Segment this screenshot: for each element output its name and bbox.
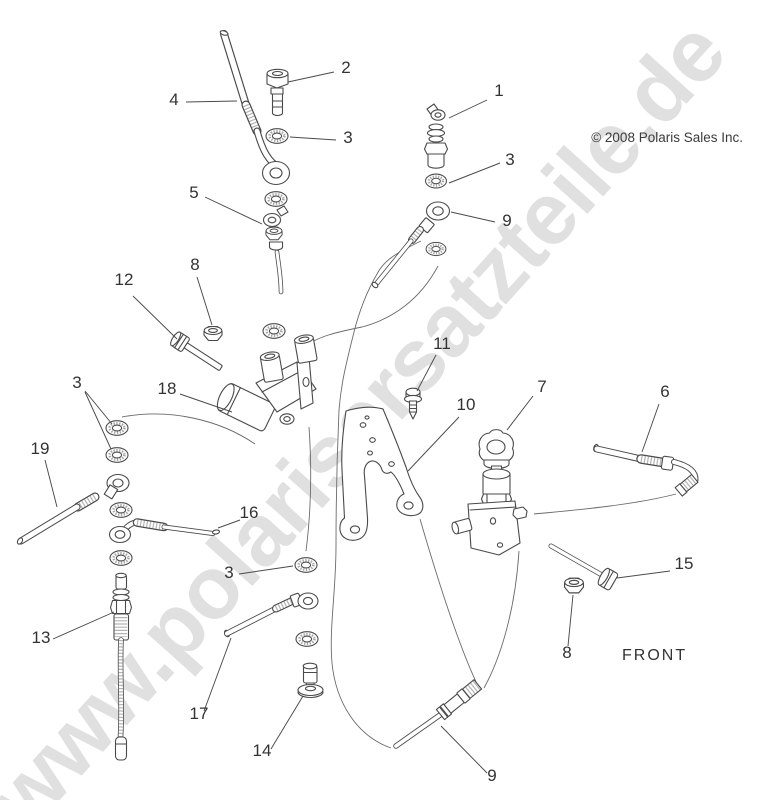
callout-label-12: 12 bbox=[115, 270, 134, 289]
routing-line bbox=[533, 493, 677, 515]
leader-line bbox=[44, 459, 58, 508]
leader-line bbox=[448, 99, 488, 119]
callout-label-5: 5 bbox=[189, 183, 198, 202]
callout-label-4: 4 bbox=[169, 90, 178, 109]
leader-line bbox=[416, 354, 437, 392]
callout-label-2: 2 bbox=[341, 58, 350, 77]
routing-line bbox=[330, 240, 422, 749]
callout-label-8: 8 bbox=[190, 255, 199, 274]
leader-line bbox=[616, 570, 671, 579]
leader-line bbox=[287, 71, 335, 83]
part-banjo-bolt-2 bbox=[266, 68, 289, 117]
callout-label-8: 8 bbox=[562, 643, 571, 662]
leader-line bbox=[132, 295, 178, 340]
routing-line bbox=[305, 426, 312, 552]
leader-line bbox=[185, 100, 238, 103]
callout-label-3: 3 bbox=[343, 128, 352, 147]
leader-line bbox=[84, 391, 112, 450]
part-brake-line-16 bbox=[108, 518, 221, 544]
washer-3 bbox=[108, 549, 134, 567]
leader-line bbox=[440, 725, 488, 774]
leader-line bbox=[196, 276, 213, 326]
copyright-notice: © 2008 Polaris Sales Inc. bbox=[591, 130, 743, 145]
callout-label-7: 7 bbox=[537, 377, 546, 396]
callout-label-9: 9 bbox=[487, 766, 496, 785]
routing-line bbox=[121, 413, 256, 445]
leader-line bbox=[204, 196, 263, 225]
part-nut-8-left bbox=[203, 325, 223, 342]
callout-label-3: 3 bbox=[505, 150, 514, 169]
part-bracket-10 bbox=[339, 406, 424, 541]
leader-line bbox=[450, 211, 496, 223]
leader-line bbox=[407, 416, 460, 472]
part-bolt-15 bbox=[548, 543, 619, 591]
routing-lines bbox=[121, 240, 677, 749]
callout-label-3: 3 bbox=[72, 373, 81, 392]
part-pressure-switch-1 bbox=[423, 103, 449, 169]
washer-3 bbox=[424, 241, 448, 257]
part-brake-hose-4 bbox=[219, 30, 291, 186]
part-fitting-5 bbox=[262, 205, 289, 295]
part-brake-hose-13 bbox=[109, 572, 133, 761]
callout-label-17: 17 bbox=[190, 704, 209, 723]
leader-line bbox=[217, 519, 241, 529]
callout-label-18: 18 bbox=[158, 379, 177, 398]
washer-3 bbox=[294, 630, 320, 648]
routing-line bbox=[306, 265, 439, 347]
callout-label-14: 14 bbox=[253, 741, 272, 760]
washer-3 bbox=[264, 127, 290, 145]
callout-label-19: 19 bbox=[31, 439, 50, 458]
part-brake-line-6 bbox=[593, 443, 699, 497]
leader-line bbox=[270, 695, 304, 750]
routing-line bbox=[419, 518, 478, 685]
callout-label-15: 15 bbox=[675, 554, 694, 573]
leader-line bbox=[84, 390, 113, 425]
washer-3 bbox=[108, 501, 134, 519]
callout-label-13: 13 bbox=[32, 628, 51, 647]
routing-line bbox=[483, 550, 520, 689]
washer-3 bbox=[261, 322, 287, 340]
leader-line bbox=[238, 565, 294, 575]
washer-3 bbox=[263, 190, 289, 208]
callout-label-1: 1 bbox=[494, 81, 503, 100]
washer-3 bbox=[104, 419, 130, 437]
part-bolt-14 bbox=[297, 662, 324, 699]
washer-3 bbox=[104, 446, 130, 464]
callout-label-9: 9 bbox=[502, 211, 511, 230]
callout-label-10: 10 bbox=[457, 395, 476, 414]
leader-line bbox=[506, 395, 534, 431]
washer-3 bbox=[424, 172, 448, 190]
callout-label-16: 16 bbox=[240, 503, 259, 522]
leader-line bbox=[179, 393, 233, 413]
leader-line bbox=[289, 136, 337, 141]
part-bolt-12 bbox=[170, 331, 223, 371]
leader-line bbox=[52, 611, 115, 640]
part-brake-line-9-upper bbox=[371, 201, 451, 289]
leader-line bbox=[567, 594, 574, 647]
leader-line bbox=[448, 162, 501, 184]
part-screw-11 bbox=[403, 387, 423, 420]
part-brake-line-17 bbox=[223, 592, 319, 638]
leader-line bbox=[203, 637, 232, 712]
part-valve-7 bbox=[451, 429, 528, 556]
part-brake-line-9-lower bbox=[393, 679, 483, 749]
front-direction-label: FRONT bbox=[622, 647, 687, 664]
part-brake-line-19 bbox=[16, 473, 130, 545]
leader-lines bbox=[44, 71, 671, 774]
callout-label-6: 6 bbox=[660, 382, 669, 401]
part-valve-18 bbox=[216, 334, 318, 432]
callout-label-3: 3 bbox=[224, 563, 233, 582]
callout-label-11: 11 bbox=[433, 334, 451, 353]
part-nut-8-right bbox=[563, 577, 585, 594]
leader-line bbox=[641, 403, 660, 453]
washer-3 bbox=[293, 556, 319, 574]
